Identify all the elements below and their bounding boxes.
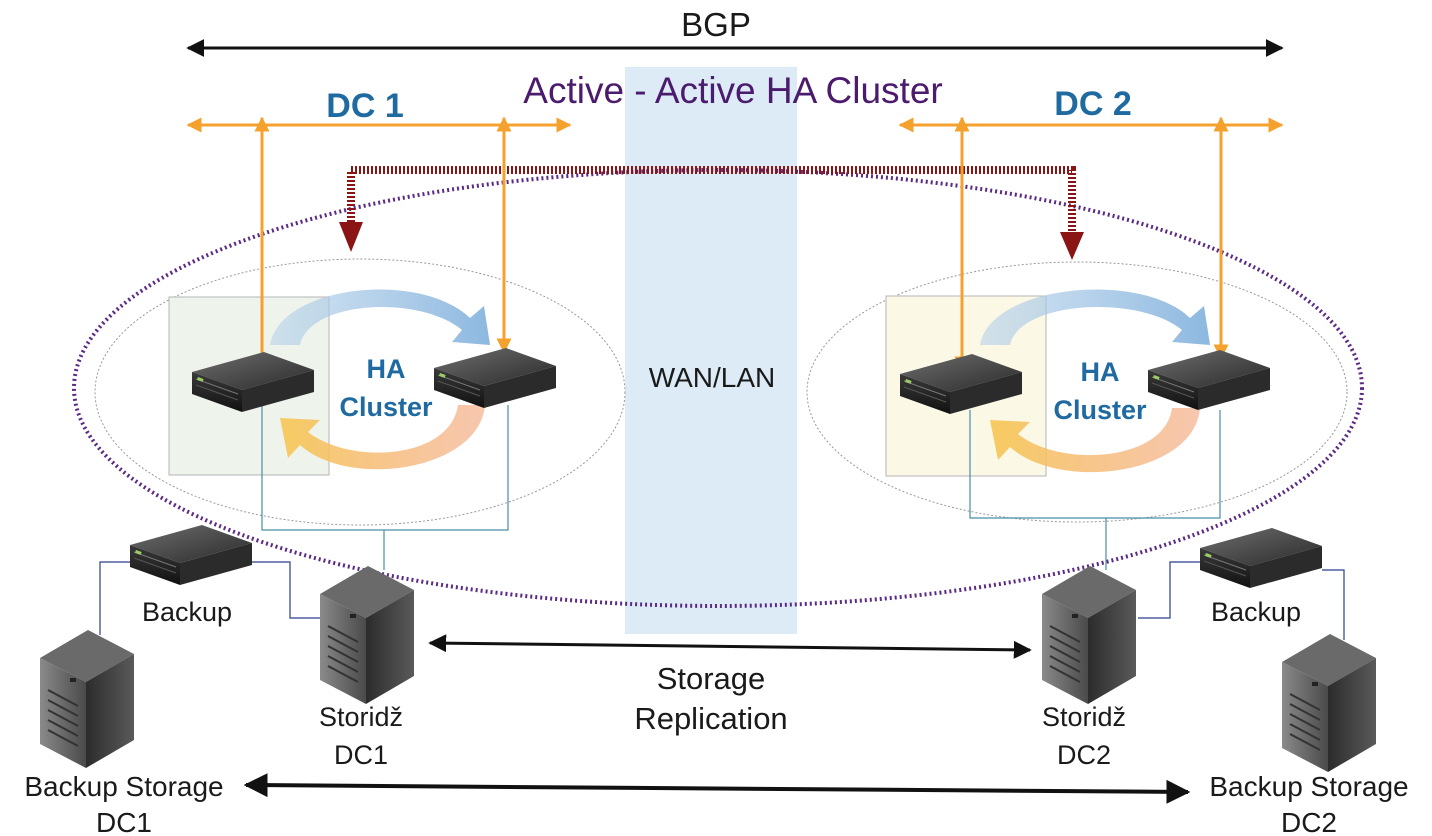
dc2-backup-storage-tower-server-icon	[1281, 633, 1377, 773]
dc2-storage-label-line1: Storidž	[1042, 702, 1126, 732]
dc2-ha-cluster-boundary	[806, 261, 1348, 523]
dc2-storage-tower-server-icon	[1041, 565, 1137, 705]
storage-replication-line1: Storage	[657, 661, 766, 696]
cluster-title: Active - Active HA Cluster	[523, 70, 942, 111]
bgp-label: BGP	[681, 6, 751, 43]
dc1-cycle-arrows-icon	[270, 289, 490, 470]
inter-cluster-heartbeat-link	[339, 166, 1084, 260]
dc2-network-bus	[898, 116, 1284, 372]
dc2-storage-label-line2: DC2	[1057, 740, 1111, 770]
dc1-backup-storage-label-line1: Backup Storage	[24, 771, 223, 802]
dc1-backup-storage-label-line2: DC1	[96, 807, 152, 836]
dc1-backup-rack-server-icon	[129, 524, 253, 586]
dc1-backup-label: Backup	[142, 597, 232, 627]
dc1-cluster-label: Cluster	[339, 392, 433, 422]
dc2-cluster-label: Cluster	[1053, 395, 1147, 425]
dc2-storage-links	[969, 410, 1221, 570]
dc1-backup-storage-tower-server-icon	[39, 629, 135, 769]
dc1-network-bus	[186, 116, 572, 370]
dc2-backup-storage-label-line1: Backup Storage	[1209, 771, 1408, 802]
backup-storage-arrow	[243, 773, 1191, 804]
dc2-ha-label: HA	[1081, 357, 1120, 387]
dc2-backup-rack-server-icon	[1199, 527, 1323, 589]
dc2-node-b-rack-server-icon	[1147, 349, 1271, 411]
dc1-storage-tower-server-icon	[319, 565, 415, 705]
dc2-cycle-arrows-icon	[980, 289, 1210, 473]
dc1-storage-label-line2: DC1	[334, 740, 388, 770]
wan-lan-band	[625, 67, 797, 634]
backup-links	[99, 561, 1345, 640]
dc2-backup-storage-label-line2: DC2	[1281, 807, 1337, 836]
dc1-storage-label-line1: Storidž	[319, 702, 403, 732]
storage-replication-line2: Replication	[634, 701, 787, 736]
storage-replication-arrow	[428, 634, 1032, 659]
dc2-backup-label: Backup	[1211, 597, 1301, 627]
dc1-storage-links	[261, 405, 509, 570]
dc2-label: DC 2	[1054, 85, 1131, 123]
active-active-cluster-boundary	[72, 168, 1364, 608]
dc1-label: DC 1	[326, 87, 403, 125]
dc1-node-b-rack-server-icon	[433, 347, 557, 409]
dc1-ha-label: HA	[367, 354, 406, 384]
dc1-ha-cluster-boundary	[94, 258, 626, 526]
wan-lan-label: WAN/LAN	[649, 362, 776, 393]
